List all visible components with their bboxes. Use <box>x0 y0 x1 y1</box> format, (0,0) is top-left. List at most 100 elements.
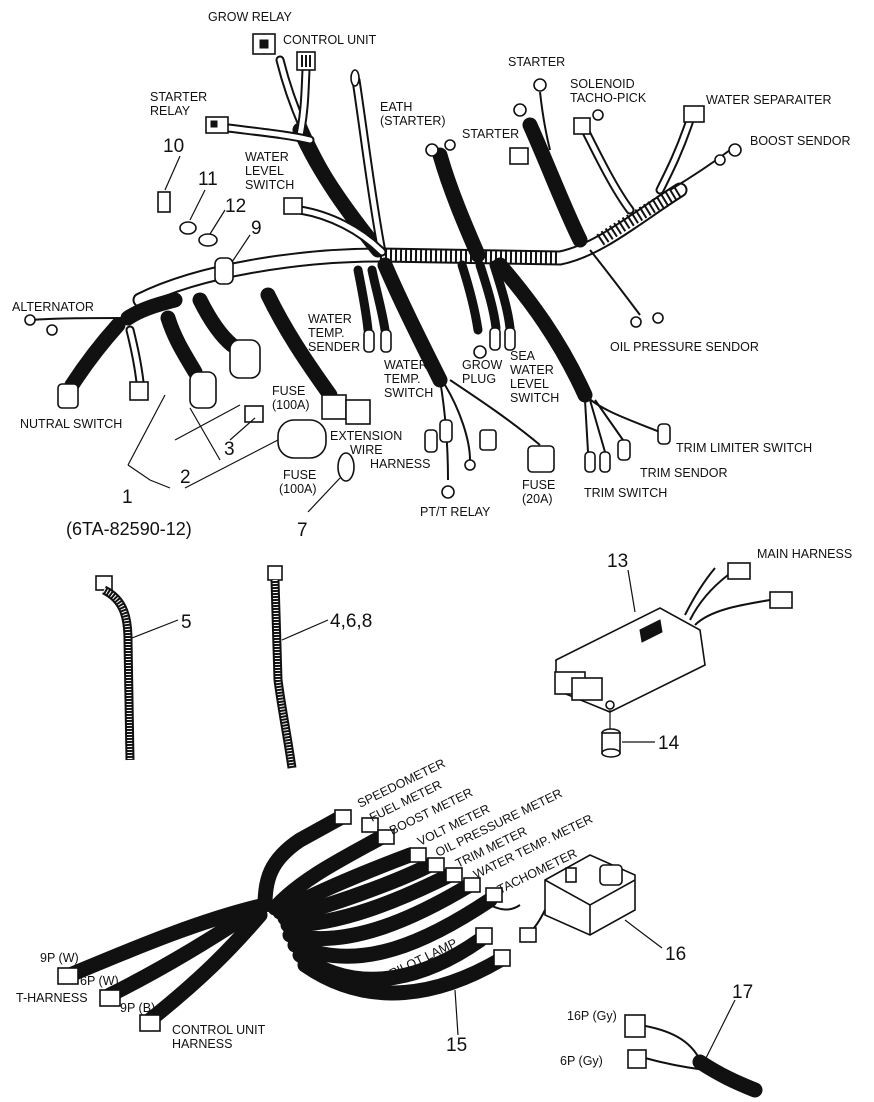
svg-text:(100A): (100A) <box>272 398 310 412</box>
label-tacho-pick: TACHO-PICK <box>570 91 647 105</box>
connector-9p-w <box>57 967 79 985</box>
fuse-holder-2 <box>229 339 261 379</box>
callout-14: 14 <box>658 733 680 754</box>
meter-harness-15 <box>57 809 521 1036</box>
relay-unit-16 <box>519 854 663 949</box>
label-control-unit-harness: CONTROL UNIT <box>172 1023 266 1037</box>
part-code: (6TA-82590-12) <box>66 519 192 539</box>
svg-text:(100A): (100A) <box>279 482 317 496</box>
oil-pressure-ring <box>630 316 642 328</box>
svg-text:TEMP.: TEMP. <box>384 372 421 386</box>
trim-sendor-plug <box>617 439 631 461</box>
trim-limiter-plug <box>657 423 671 445</box>
washer-12 <box>198 233 218 247</box>
grow-plug-ring <box>473 345 487 359</box>
label-control-unit: CONTROL UNIT <box>283 33 377 47</box>
trim-meter-connector <box>445 867 463 883</box>
label-9p-w: 9P (W) <box>40 951 79 965</box>
label-9p-b: 9P (B) <box>120 1001 155 1015</box>
svg-text:TEMP.: TEMP. <box>308 326 345 340</box>
volt-meter-connector <box>409 847 427 863</box>
label-boost-sendor: BOOST SENDOR <box>750 134 850 148</box>
connector-6p-gy <box>627 1049 647 1069</box>
label-trim-limiter-switch: TRIM LIMITER SWITCH <box>676 441 812 455</box>
svg-text:WATER: WATER <box>510 363 554 377</box>
svg-text:SWITCH: SWITCH <box>245 178 294 192</box>
water-temp-switch-connector <box>321 394 347 420</box>
main-harness-connector <box>727 562 751 580</box>
label-fuse-100a-2: FUSE <box>283 468 316 482</box>
callout-17: 17 <box>732 982 753 1003</box>
callout-15: 15 <box>446 1035 467 1056</box>
trim-switch-plug <box>584 451 596 473</box>
pilot-lamp-connector <box>475 927 493 945</box>
water-temp-sender-plug <box>363 329 375 353</box>
label-oil-pressure-sendor: OIL PRESSURE SENDOR <box>610 340 759 354</box>
svg-text:LEVEL: LEVEL <box>245 164 284 178</box>
callout-7: 7 <box>297 520 308 541</box>
harness-17 <box>624 999 763 1098</box>
water-level-switch-connector <box>283 197 303 215</box>
sea-water-level-plug <box>489 327 501 351</box>
label-eath: EATH <box>380 100 412 114</box>
oil-pressure-meter-connector <box>427 857 445 873</box>
callout-1: 1 <box>122 487 133 508</box>
label-main-harness: MAIN HARNESS <box>757 547 852 561</box>
label-pt-t-relay: PT/T RELAY <box>420 505 491 519</box>
label-nutral-switch: NUTRAL SWITCH <box>20 417 122 431</box>
starter-ring-terminal <box>425 143 439 157</box>
fuel-meter-connector <box>361 817 379 833</box>
boost-meter-connector <box>377 829 395 845</box>
svg-text:SWITCH: SWITCH <box>384 386 433 400</box>
label-alternator: ALTERNATOR <box>12 300 94 314</box>
label-trim-sendor: TRIM SENDOR <box>640 466 728 480</box>
label-16p-gy: 16P (Gy) <box>567 1009 617 1023</box>
main-harness-assembly <box>24 33 742 499</box>
label-grow-plug: GROW <box>462 358 502 372</box>
label-trim-switch: TRIM SWITCH <box>584 486 667 500</box>
cable-tie-5 <box>95 575 179 761</box>
water-temp-meter-connector <box>463 877 481 893</box>
tacho-pick-terminal <box>592 109 604 121</box>
boost-sendor-ring <box>728 143 742 157</box>
starter-top-ring <box>533 78 547 92</box>
connector-16p-gy <box>624 1014 646 1038</box>
fuse-100a <box>277 419 327 459</box>
svg-text:RELAY: RELAY <box>150 104 191 118</box>
label-water-separaiter: WATER SEPARAITER <box>706 93 831 107</box>
fuse-clip <box>244 405 264 423</box>
label-water-temp-sender: WATER <box>308 312 352 326</box>
svg-text:SWITCH: SWITCH <box>510 391 559 405</box>
label-6p-gy: 6P (Gy) <box>560 1054 603 1068</box>
label-starter-top: STARTER <box>508 55 565 69</box>
grommet-14 <box>601 728 655 758</box>
connector-9p-b <box>139 1014 161 1032</box>
label-water-level-switch: WATER <box>245 150 289 164</box>
svg-text:SENDER: SENDER <box>308 340 360 354</box>
callout-numbers: 1 2 3 4,6,8 5 7 9 10 11 12 13 14 15 16 1… <box>122 136 753 1056</box>
alternator-ring <box>24 314 36 326</box>
svg-text:PLUG: PLUG <box>462 372 496 386</box>
label-starter-mid: STARTER <box>462 127 519 141</box>
callout-2: 2 <box>180 467 191 488</box>
label-starter-relay: STARTER <box>150 90 207 104</box>
callout-16: 16 <box>665 944 686 965</box>
callout-12: 12 <box>225 196 246 217</box>
nutral-switch-connector <box>57 383 79 409</box>
label-water-temp-switch: WATER <box>384 358 428 372</box>
svg-text:WIRE: WIRE <box>350 443 383 457</box>
water-separaiter-connector <box>683 105 705 123</box>
fuse-holder-1 <box>189 371 217 409</box>
cable-tie-7 <box>337 452 355 482</box>
svg-text:HARNESS: HARNESS <box>370 457 430 471</box>
control-unit-13 <box>554 562 793 730</box>
callout-4-6-8: 4,6,8 <box>330 611 372 632</box>
clamp-9 <box>214 257 234 285</box>
callout-leaders <box>127 155 341 513</box>
label-grow-relay: GROW RELAY <box>208 10 292 24</box>
svg-text:LEVEL: LEVEL <box>510 377 549 391</box>
callout-10: 10 <box>163 136 184 157</box>
eath-terminal <box>350 69 360 87</box>
speedometer-connector <box>334 809 352 825</box>
callout-9: 9 <box>251 218 262 239</box>
